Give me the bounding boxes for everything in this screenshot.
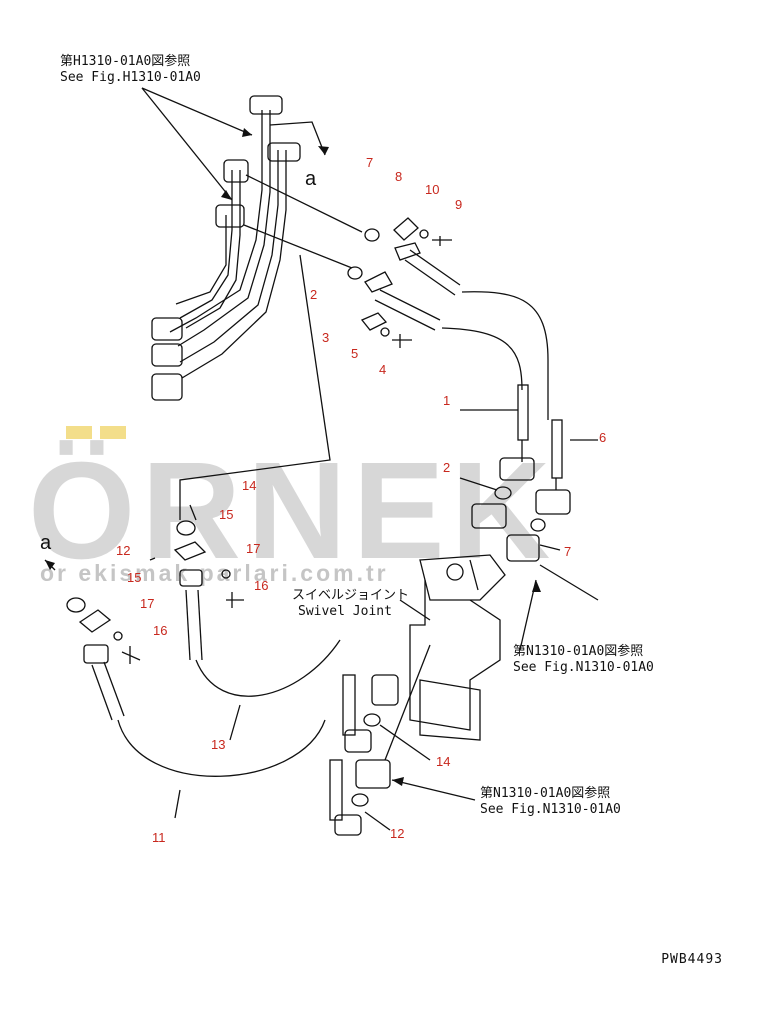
part-number: 17 xyxy=(140,596,155,611)
part-number: 14 xyxy=(436,754,451,769)
swivel-label-en: Swivel Joint xyxy=(298,604,392,619)
part-number: 2 xyxy=(443,460,451,475)
part-number: 3 xyxy=(322,330,330,345)
part-number: 15 xyxy=(219,507,234,522)
arrow-a-top xyxy=(269,121,326,156)
reference-bottom-jp: 第N1310-01A0図参照 xyxy=(480,786,611,801)
part-number: 9 xyxy=(455,197,463,212)
part-number: 17 xyxy=(246,541,261,556)
watermark-dot xyxy=(66,426,92,439)
part-number: 12 xyxy=(390,826,405,841)
part-number: 7 xyxy=(564,544,572,559)
part-number: 15 xyxy=(127,570,142,585)
part-number: 2 xyxy=(310,287,318,302)
reference-mid-en: See Fig.N1310-01A0 xyxy=(513,660,654,675)
leader-line xyxy=(141,87,253,136)
reference-mid-jp: 第N1310-01A0図参照 xyxy=(513,644,644,659)
reference-bottom-en: See Fig.N1310-01A0 xyxy=(480,802,621,817)
arrow-letter-left: a xyxy=(40,532,52,554)
part-number: 7 xyxy=(366,155,374,170)
watermark-dot xyxy=(100,426,126,439)
part-number: 11 xyxy=(152,830,166,845)
watermark-text: ÖRNEK xyxy=(28,434,557,588)
part-number: 14 xyxy=(242,478,257,493)
part-number: 5 xyxy=(351,346,359,361)
drawing-code: PWB4493 xyxy=(661,952,723,967)
leader-line xyxy=(141,87,233,201)
part-number: 16 xyxy=(153,623,168,638)
part-number: 8 xyxy=(395,169,403,184)
part-number: 10 xyxy=(425,182,440,197)
part-number: 12 xyxy=(116,543,131,558)
part-number: 4 xyxy=(379,362,387,377)
reference-top-jp: 第H1310-01A0図参照 xyxy=(60,54,191,69)
arrow-letter-top: a xyxy=(305,168,317,190)
swivel-label-jp: スイベルジョイント xyxy=(292,588,410,603)
watermark-url: or ekismak parlari.com.tr xyxy=(40,560,389,586)
part-number: 6 xyxy=(599,430,607,445)
part-number: 16 xyxy=(254,578,269,593)
reference-top-en: See Fig.H1310-01A0 xyxy=(60,70,201,85)
part-number: 13 xyxy=(211,737,226,752)
part-number: 1 xyxy=(443,393,451,408)
